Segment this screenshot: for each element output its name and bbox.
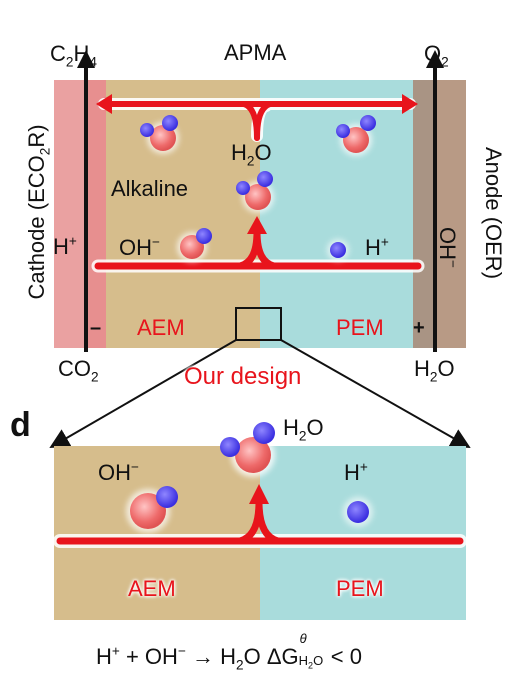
anode-inner-stripe [413, 80, 433, 348]
proton-top [327, 239, 349, 261]
water-molecule-right [336, 115, 376, 156]
panel-d-letter: d [10, 406, 31, 444]
anode-plus-sign: + [413, 317, 425, 339]
anode-label: Anode (OER) [481, 146, 506, 280]
equation-theta: θ [299, 631, 307, 646]
center-up-arrowhead [247, 216, 267, 234]
panel-d-oh-minus-label: OH− [98, 459, 139, 485]
cathode-inner-stripe [86, 80, 106, 348]
panel-d [53, 422, 467, 620]
cathode-label: Cathode (ECO2R) [24, 124, 53, 300]
diagram-title: APMA [224, 40, 287, 65]
hydroxide-ion-top [177, 228, 212, 262]
top-right-arrowhead [402, 94, 418, 114]
panel-d-h2o-label: H2O [283, 415, 324, 444]
panel-d-red-flow [53, 498, 467, 548]
h2o-center-label: H2O [231, 140, 272, 169]
oh-minus-top-label: OH− [119, 234, 160, 260]
top-left-arrowhead [96, 94, 112, 114]
panel-d-aem-label: AEM [128, 576, 176, 601]
top-panel [54, 50, 466, 352]
aem-top-label: AEM [137, 315, 185, 340]
c2h4-label: C2H4 [50, 41, 97, 70]
zoom-line-left [49, 339, 237, 449]
panel-d-h-plus-label: H+ [344, 459, 368, 485]
zoom-line-right [280, 339, 471, 448]
alkaline-label: Alkaline [111, 176, 189, 201]
top-red-flow [98, 98, 416, 142]
panel-d-up-arrowhead [249, 484, 269, 504]
oh-minus-anode-label: OH− [435, 227, 461, 268]
h2o-bottom-label: H2O [414, 356, 455, 385]
zoom-box [235, 307, 282, 341]
panel-d-pem-label: PEM [336, 576, 384, 601]
panel-d-aem-region [54, 446, 260, 620]
h-plus-top-label: H+ [365, 234, 389, 260]
equation-g-subscript: H2O [298, 653, 324, 671]
cathode-arrowhead [77, 50, 95, 68]
water-molecule-center [236, 171, 274, 213]
pem-top-label: PEM [336, 315, 384, 340]
panel-d-hydroxide-ion [126, 486, 178, 533]
our-design-label: Our design [184, 363, 302, 390]
co2-label: CO2 [58, 356, 99, 385]
panel-d-pem-region [260, 446, 466, 620]
h-plus-cathode-label: H+ [53, 233, 77, 259]
panel-d-water-molecule [220, 422, 275, 477]
water-molecule-left [140, 115, 179, 154]
panel-d-proton [343, 497, 373, 527]
o2-label: O2 [424, 41, 449, 70]
bottom-red-flow [91, 228, 425, 273]
cathode-minus-sign: – [90, 317, 102, 339]
anode-arrowhead [426, 50, 444, 68]
